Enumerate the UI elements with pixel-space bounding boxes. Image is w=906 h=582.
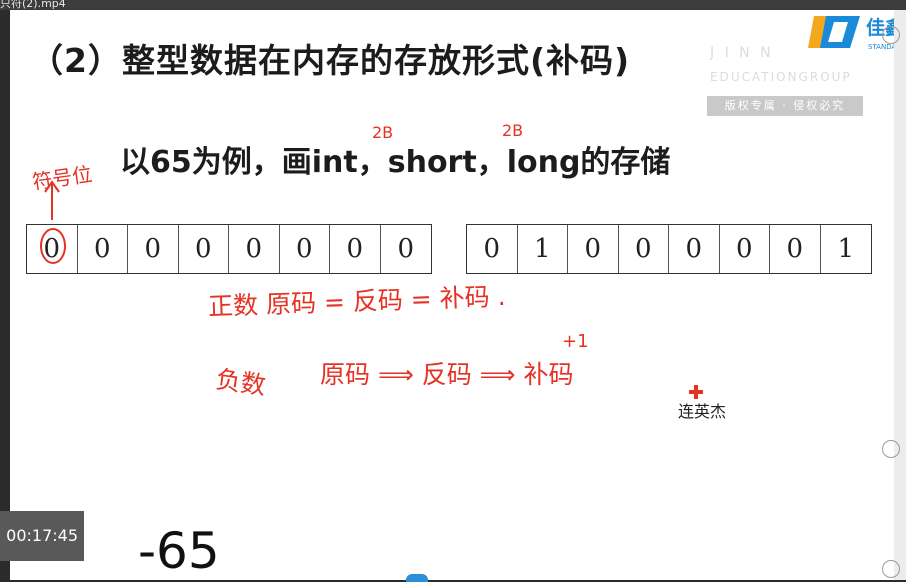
- slide-title: （2）整型数据在内存的存放形式(补码): [30, 41, 631, 80]
- video-filename: 只符(2).mp4: [0, 0, 66, 10]
- player-progress-handle[interactable]: [406, 574, 428, 582]
- bit-cell: 0: [280, 225, 330, 273]
- watermark-brand: J I N N: [710, 45, 774, 61]
- handwritten-int-size: 2B: [372, 123, 394, 142]
- bit-cell: 0: [619, 225, 669, 273]
- watermark-badge: 版权专属 · 侵权必究: [707, 96, 863, 116]
- handwritten-negative-label: 负数: [214, 364, 268, 401]
- bit-cell: 0: [179, 225, 229, 273]
- slide-subtitle: 以65为例，画int，short，long的存储: [120, 145, 671, 180]
- slide: J I N N EDUCATIONGROUP 版权专属 · 侵权必究 （2）整型…: [10, 10, 894, 580]
- bit-cell: 0: [330, 225, 381, 273]
- jiaxin-logo-icon: [808, 16, 860, 48]
- bit-cell: 0: [27, 225, 78, 273]
- bit-cell: 0: [669, 225, 720, 273]
- negative-example: -65: [138, 522, 220, 580]
- bit-cell: 1: [837, 234, 855, 264]
- player-button-top[interactable]: [882, 26, 900, 44]
- window-titlebar: 只符(2).mp4: [0, 0, 906, 10]
- bit-cell: 0: [78, 225, 128, 273]
- bit-cell: 0: [770, 225, 821, 273]
- player-button-bottom[interactable]: [882, 560, 900, 578]
- player-side-strip: [894, 10, 906, 580]
- bit-cell: 1: [518, 225, 568, 273]
- playback-time: 00:17:45: [0, 511, 84, 561]
- player-button-mid[interactable]: [882, 440, 900, 458]
- bit-cell: 0: [467, 225, 518, 273]
- logo-subtext: STANDARD: [868, 43, 906, 51]
- author-name: 连英杰: [678, 402, 727, 421]
- cursor-cross-icon: [689, 385, 703, 399]
- handwritten-negative-rule: 原码 ⟹ 反码 ⟹ 补码: [320, 360, 574, 389]
- bit-cell: 0: [229, 225, 280, 273]
- handwritten-positive-rule: 正数 原码 = 反码 = 补码 .: [207, 281, 506, 322]
- sign-bit-marker: [40, 180, 66, 264]
- bit-cell: 0: [128, 225, 179, 273]
- bit-cell: 0: [568, 225, 619, 273]
- watermark-group: EDUCATIONGROUP: [710, 70, 852, 84]
- bit-cell: 0: [720, 225, 770, 273]
- handwritten-plus-one: +1: [562, 331, 589, 352]
- bit-cell: 0: [397, 234, 415, 264]
- handwritten-short-size: 2B: [502, 121, 524, 140]
